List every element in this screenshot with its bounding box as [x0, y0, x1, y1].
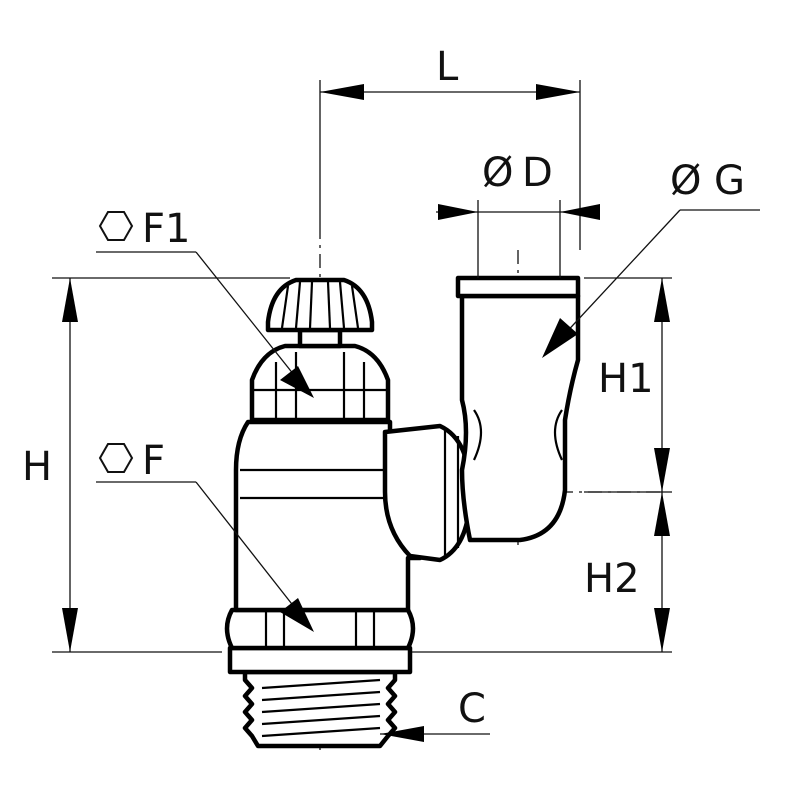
label-H: H	[22, 444, 52, 490]
dimension-lines	[52, 80, 760, 742]
hexagon-icon	[98, 211, 134, 241]
diameter-symbol-G: Ø	[670, 158, 701, 204]
label-D: D	[522, 150, 553, 196]
label-L: L	[436, 44, 459, 90]
label-F1: F1	[142, 206, 190, 252]
label-H1: H1	[598, 356, 654, 402]
label-F: F	[142, 438, 165, 484]
diameter-symbol-D: Ø	[482, 150, 513, 196]
fitting-body	[224, 275, 581, 749]
label-G: G	[714, 158, 745, 204]
label-H2: H2	[584, 556, 640, 602]
label-C: C	[458, 686, 486, 732]
hexagon-icon	[98, 443, 134, 473]
dimension-labels: L Ø D Ø G F1 F H H1 H2 C	[22, 44, 745, 732]
